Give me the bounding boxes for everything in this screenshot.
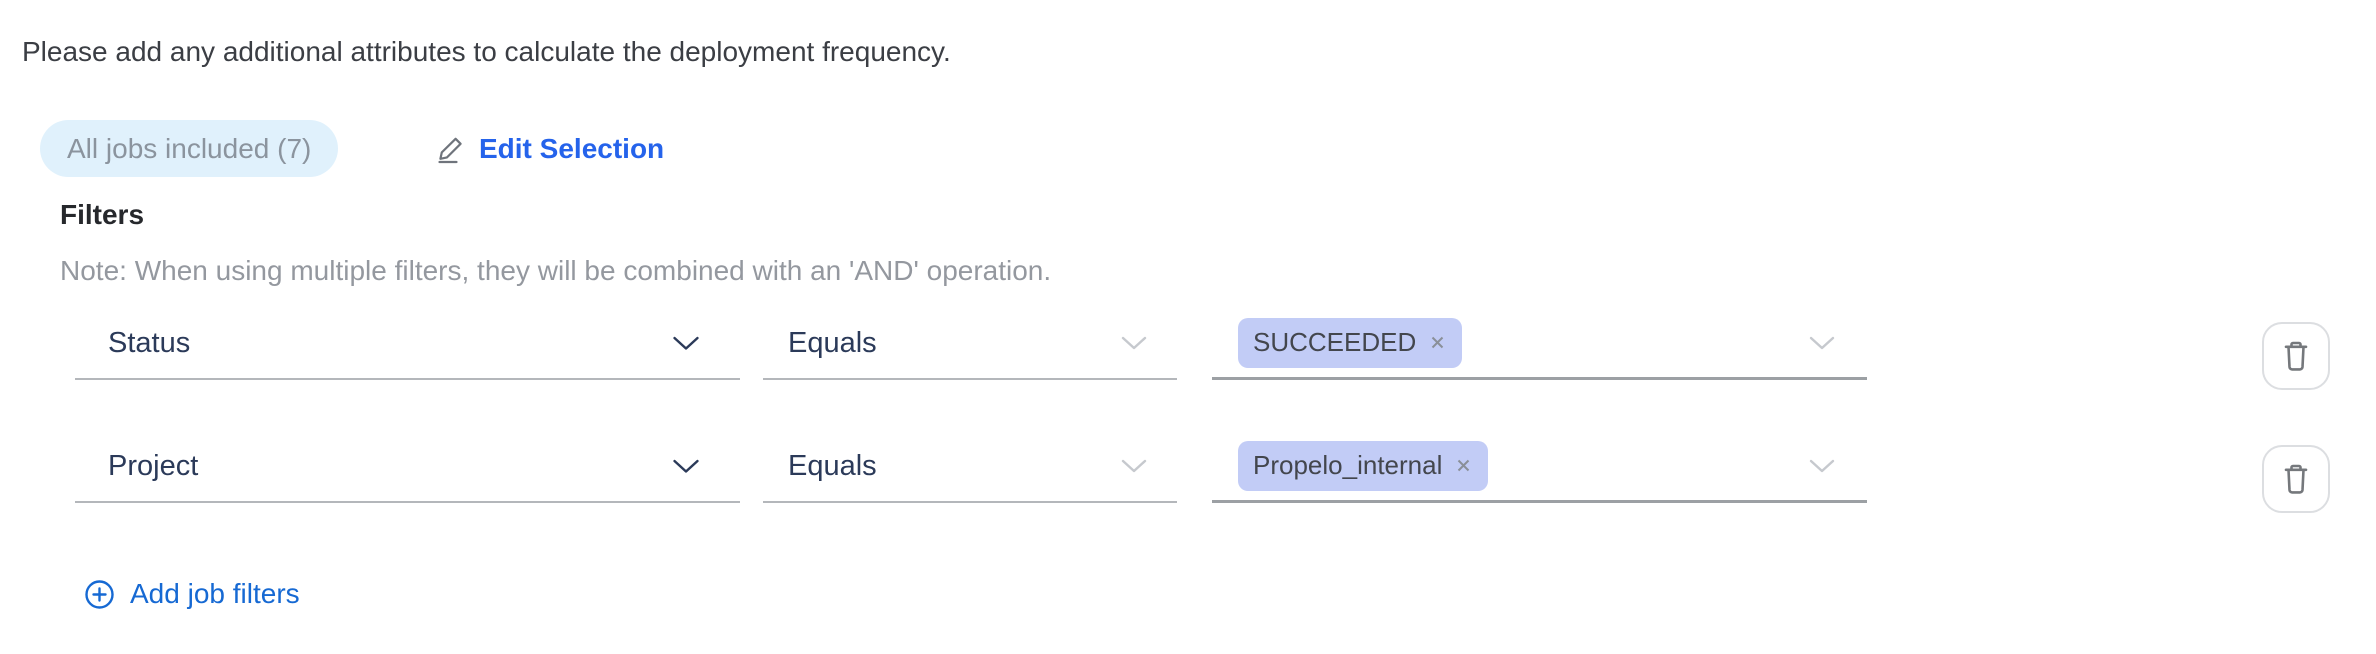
chevron-down-icon: [672, 459, 700, 474]
all-jobs-included-label: All jobs included (7): [67, 132, 312, 164]
chevron-down-icon: [1809, 336, 1835, 350]
attribute-select-value: Project: [108, 449, 199, 482]
all-jobs-included-pill[interactable]: All jobs included (7): [40, 120, 339, 177]
operator-select[interactable]: Equals: [763, 308, 1177, 380]
delete-filter-button[interactable]: [2262, 445, 2330, 513]
add-job-filters-label: Add job filters: [130, 578, 300, 609]
attribute-select[interactable]: Project: [75, 431, 740, 503]
edit-pencil-icon: [436, 134, 466, 164]
filters-heading: Filters: [60, 199, 145, 230]
instruction-text: Please add any additional attributes to …: [22, 36, 951, 67]
chevron-down-icon: [1121, 459, 1147, 473]
attribute-select[interactable]: Status: [75, 308, 740, 380]
operator-select[interactable]: Equals: [763, 431, 1177, 503]
filter-row: Project Equals Propelo_internal: [0, 431, 2376, 503]
delete-filter-button[interactable]: [2262, 322, 2330, 390]
trash-icon: [2282, 340, 2310, 372]
chevron-down-icon: [1809, 459, 1835, 473]
value-tag: SUCCEEDED: [1238, 317, 1463, 368]
close-x-icon[interactable]: [1428, 333, 1447, 352]
chevron-down-icon: [672, 336, 700, 351]
chevron-down-icon: [1121, 336, 1147, 350]
operator-select-value: Equals: [788, 326, 877, 359]
value-tag-label: SUCCEEDED: [1253, 327, 1417, 357]
filter-row: Status Equals SUCCEEDED: [0, 308, 2376, 380]
value-tag: Propelo_internal: [1238, 440, 1489, 491]
value-multiselect[interactable]: Propelo_internal: [1212, 431, 1867, 503]
edit-selection-link[interactable]: Edit Selection: [436, 131, 664, 167]
attribute-select-value: Status: [108, 326, 191, 359]
edit-selection-label: Edit Selection: [479, 133, 665, 164]
plus-circle-icon: [84, 579, 115, 610]
add-job-filters-link[interactable]: Add job filters: [84, 575, 300, 613]
filters-note: Note: When using multiple filters, they …: [60, 255, 1052, 286]
value-tag-label: Propelo_internal: [1253, 450, 1443, 480]
value-multiselect[interactable]: SUCCEEDED: [1212, 308, 1867, 380]
operator-select-value: Equals: [788, 449, 877, 482]
close-x-icon[interactable]: [1454, 456, 1473, 475]
trash-icon: [2282, 463, 2310, 495]
